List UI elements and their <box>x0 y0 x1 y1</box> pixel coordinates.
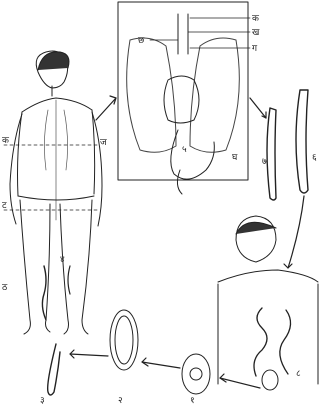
label-ka-body: क <box>2 136 10 146</box>
standing-human-figure <box>4 51 102 334</box>
adult-worms <box>267 90 308 200</box>
label-cha: छ <box>138 36 145 46</box>
label-n6: ६ <box>312 153 317 163</box>
label-gha: घ <box>232 153 238 163</box>
egg-in-intestine <box>262 370 278 390</box>
larva-stage-2 <box>110 310 138 370</box>
lungs-and-stomach-panel <box>118 2 250 194</box>
label-n4: ४ <box>60 255 65 265</box>
label-n7: ७ <box>262 157 267 167</box>
label-ka: क <box>252 14 260 24</box>
label-n8: ८ <box>296 369 301 379</box>
label-n3: ३ <box>40 396 45 406</box>
label-ja: ज <box>100 138 107 148</box>
label-ta: ट <box>2 201 7 211</box>
sitting-human-figure <box>218 216 318 384</box>
egg-stage-1 <box>182 354 210 394</box>
label-tha: ठ <box>2 283 8 293</box>
label-ga: ग <box>252 44 258 54</box>
label-n2: २ <box>118 396 123 406</box>
label-n1: १ <box>190 396 195 406</box>
label-kha: ख <box>252 28 260 38</box>
larva-stage-3 <box>48 344 60 395</box>
label-n5: ५ <box>182 145 187 155</box>
